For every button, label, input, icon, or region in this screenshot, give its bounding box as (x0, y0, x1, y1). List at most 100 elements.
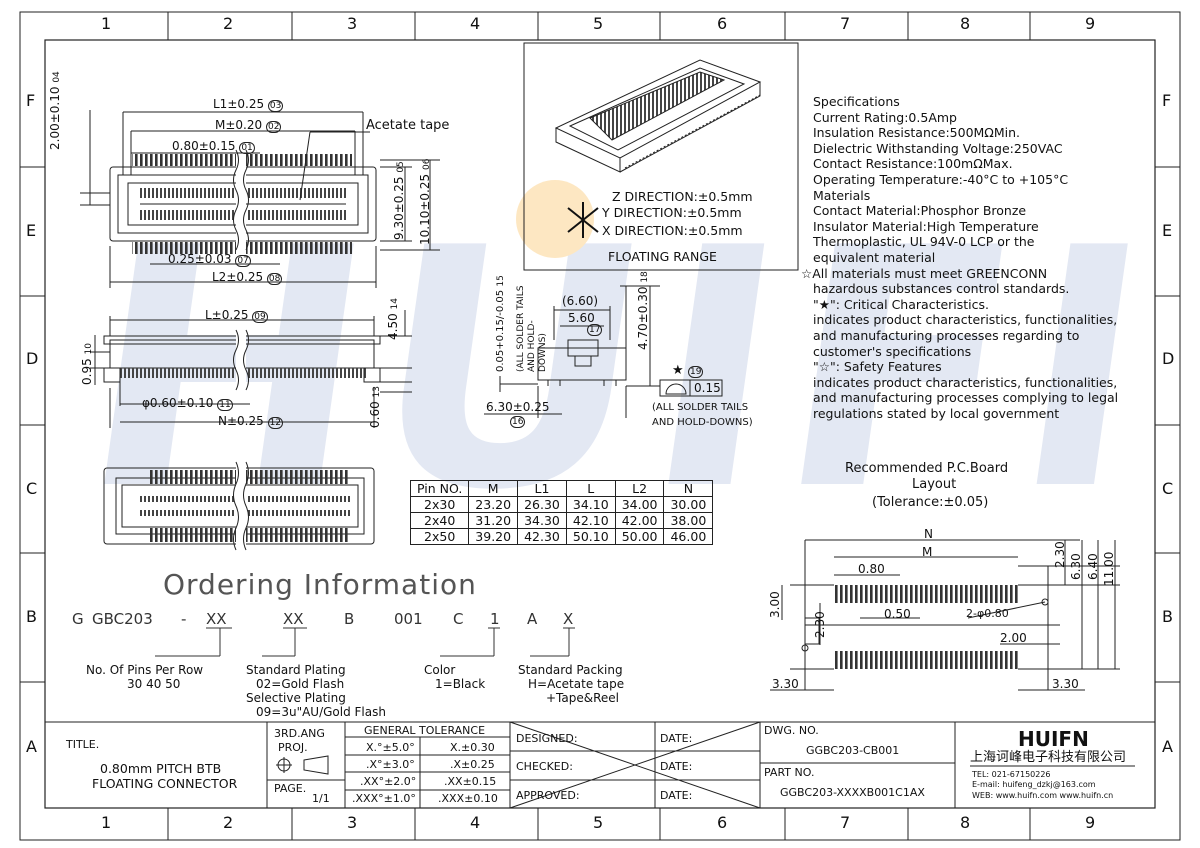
table-cell: 50.00 (614, 528, 665, 545)
specifications: Specifications Current Rating:0.5Amp Ins… (801, 94, 1148, 421)
flatness-value: 0.15 (694, 381, 721, 395)
acetate-tape-label: Acetate tape (366, 118, 450, 133)
plating-option-2: 09=3u"AU/Gold Flash (256, 705, 386, 719)
part-no-value: GGBC203-XXXXB001C1AX (780, 786, 925, 799)
dim-tag: 11 (217, 399, 233, 411)
pcb-dim-050: 0.50 (884, 607, 911, 621)
pcb-dim-230: 2.30 (813, 611, 827, 638)
dim-t025: 0.25±0.03 07 (168, 252, 251, 267)
pcb-dim-300: 3.00 (768, 591, 782, 618)
tolerance-cell: .XXX±0.10 (438, 792, 498, 805)
col-8: 8 (960, 813, 971, 832)
floating-axes-icon (567, 202, 599, 238)
col-7: 7 (840, 813, 851, 832)
col-2: 2 (223, 813, 234, 832)
pcb-dim-330-right: 3.30 (1052, 677, 1079, 691)
dim-tag: 02 (265, 121, 282, 133)
dim-tag: 08 (266, 273, 283, 285)
spec-line: Specifications (813, 94, 900, 109)
designed-label: DESIGNED: (516, 732, 578, 745)
dim-s660: (6.60) (562, 294, 599, 308)
table-cell: 23.20 (468, 496, 519, 513)
float-z: Z DIRECTION:±0.5mm (612, 189, 753, 204)
pcb-title-3: (Tolerance:±0.05) (872, 495, 989, 510)
packing-option-2: +Tape&Reel (546, 691, 620, 705)
dwg-no-value: GGBC203-CB001 (806, 744, 900, 757)
table-cell: 2x40 (409, 512, 470, 529)
table-cell: 46.00 (663, 528, 714, 545)
pcb-dim-080: 0.80 (858, 562, 885, 576)
col-1: 1 (101, 14, 112, 33)
date-label: DATE: (660, 732, 693, 745)
float-x: X DIRECTION:±0.5mm (602, 223, 743, 238)
table-row: 2x30 23.20 26.30 34.10 34.00 30.00 (409, 496, 714, 513)
code-001: 001 (394, 610, 423, 628)
dim-n: N±0.25 12 (218, 414, 284, 429)
dim-tag: 16 (510, 416, 526, 428)
table-cell: 42.30 (517, 528, 567, 545)
float-y: Y DIRECTION:±0.5mm (602, 205, 742, 220)
dim-tag: 07 (235, 255, 251, 267)
col-3: 3 (347, 14, 358, 33)
dim-diameter: φ0.60±0.10 11 (142, 396, 233, 411)
table-cell: 34.00 (614, 496, 665, 513)
pcb-dim-200: 2.00 (1000, 631, 1027, 645)
title-block-lines (45, 721, 1155, 809)
dim-s560: 5.60 (568, 311, 595, 325)
spec-line: Dielectric Withstanding Voltage:250VAC (813, 140, 1063, 156)
code-plating: XX (283, 610, 304, 628)
solder-tails-note-a: (ALL SOLDER TAILS (652, 402, 749, 413)
spec-line: Operating Temperature:-40°C to +105°C (813, 171, 1069, 187)
spec-line: indicates product characteristics, funct… (813, 374, 1118, 390)
spec-line: Thermoplastic, UL 94V-0 LCP or the (813, 234, 1035, 250)
checked-label: CHECKED: (516, 760, 573, 773)
col-6: 6 (717, 14, 728, 33)
tolerance-header: GENERAL TOLERANCE (364, 724, 486, 737)
tolerance-cell: .XX°±2.0° (360, 775, 417, 788)
tolerance-cell: .XXX°±1.0° (352, 792, 416, 805)
tolerance-cell: X.°±5.0° (366, 741, 415, 754)
table-cell: 34.30 (517, 512, 567, 529)
solder-tails-note-b: AND HOLD-DOWNS) (652, 417, 753, 428)
col-5: 5 (593, 813, 604, 832)
plating-label: Standard Plating (246, 663, 346, 677)
dim-tag: 19 (688, 366, 704, 378)
dim-s630: 6.30±0.25 (486, 400, 550, 414)
tolerance-cell: .X±0.25 (450, 758, 495, 771)
spec-line: "☆": Safety Features (813, 359, 942, 375)
spec-line: customer's specifications (813, 343, 972, 359)
code-dash: - (181, 610, 187, 628)
color-label: Color (424, 663, 456, 677)
packing-option: H=Acetate tape (528, 677, 625, 691)
table-cell: 39.20 (468, 528, 519, 545)
tolerance-cell: .XX±0.15 (444, 775, 497, 788)
code-color: 1 (490, 610, 500, 628)
pcb-dim-r230: 2.30 (1053, 541, 1067, 568)
company-email: E-mail: huifeng_dzkj@163.com (972, 780, 1096, 789)
pcb-dim-330-left: 3.30 (772, 677, 799, 691)
col-9: 9 (1085, 14, 1096, 33)
packing-label: Standard Packing (518, 663, 623, 677)
ordering-leaders (155, 627, 575, 657)
ordering-title: Ordering Information (163, 568, 477, 601)
tolerance-cell: .X°±3.0° (366, 758, 415, 771)
col-1: 1 (101, 813, 112, 832)
spec-line: Materials (813, 187, 871, 203)
col-5: 5 (593, 14, 604, 33)
table-cell: 30.00 (663, 496, 714, 513)
spec-line: regulations stated by local government (813, 405, 1060, 421)
code-packing: X (563, 610, 574, 628)
top-view (80, 110, 440, 288)
pcb-dim-n: N (924, 527, 933, 541)
pcb-hole-label: 2-φ0.80 (966, 607, 1009, 620)
table-row: 2x40 31.20 34.30 42.10 42.00 38.00 (409, 512, 714, 529)
pcb-dim-r1100: 11.00 (1102, 551, 1116, 586)
col-4: 4 (470, 813, 481, 832)
table-header-cell: Pin NO. (409, 480, 470, 497)
dim-tag: 17 (587, 324, 603, 336)
date-label: DATE: (660, 760, 693, 773)
col-9: 9 (1085, 813, 1096, 832)
spec-line: indicates product characteristics, funct… (813, 312, 1118, 328)
spec-line: Insulation Resistance:500MΩMin. (813, 125, 1021, 141)
